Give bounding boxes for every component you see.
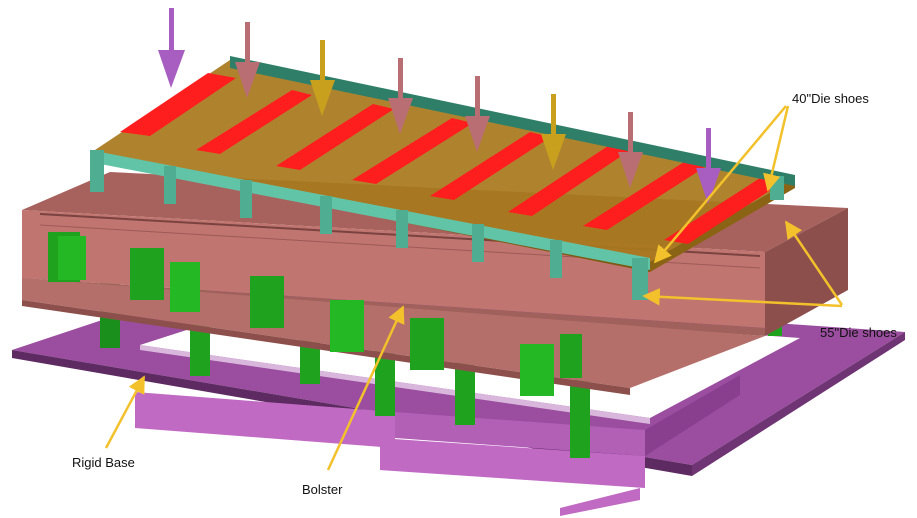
callout-line-55-left	[642, 288, 843, 308]
callout-line-40-left	[653, 105, 787, 264]
label-bolster: Bolster	[302, 482, 343, 497]
red-blades	[120, 73, 780, 244]
callout-line-55-right	[784, 220, 844, 306]
callout-lines	[104, 105, 844, 471]
callout-line-bolster	[326, 305, 405, 471]
label-55-die-shoes: 55"Die shoes	[820, 325, 897, 340]
label-rigid-base: Rigid Base	[72, 455, 135, 470]
label-40-die-shoes: 40"Die shoes	[792, 91, 869, 106]
die-shoe-40-frame	[90, 56, 795, 300]
clamp-stacks	[48, 232, 582, 396]
load-arrows	[158, 8, 721, 204]
callout-line-rigid-base	[104, 375, 146, 449]
callout-line-40-right	[763, 105, 790, 192]
